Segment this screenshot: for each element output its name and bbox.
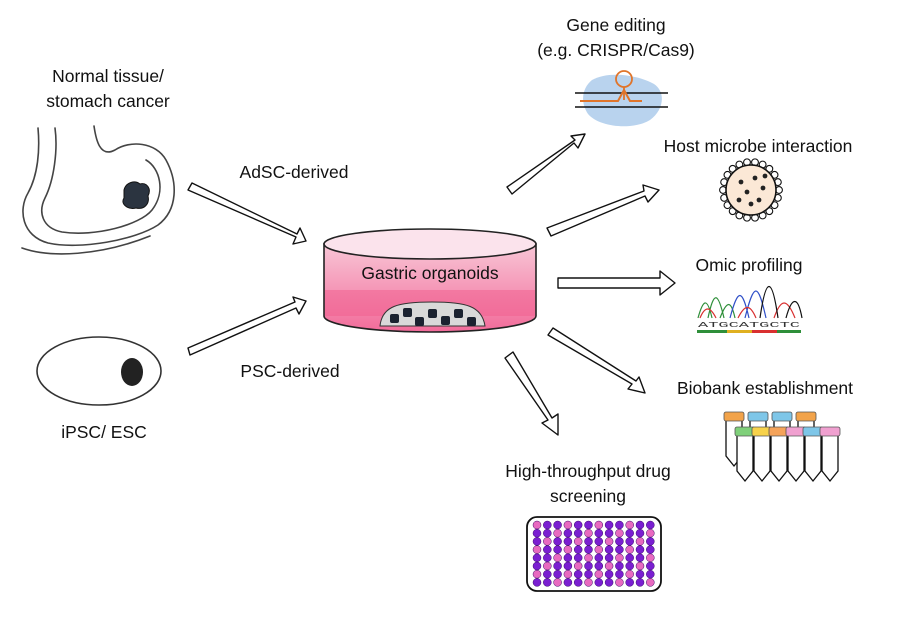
biobank-arrow-icon: [547, 327, 646, 394]
gene-editing-label-line2: (e.g. CRISPR/Cas9): [537, 40, 695, 60]
stomach-icon: [21, 125, 175, 255]
drug-screening-label-line1: High-throughput drug: [505, 461, 670, 481]
cell-nucleus-icon: [121, 358, 143, 386]
biobank-label: Biobank establishment: [677, 378, 853, 398]
drug-screening-arrow-icon: [504, 351, 559, 436]
tissue-label-line2: stomach cancer: [46, 91, 170, 111]
well-plate-icon: [526, 516, 662, 592]
adsc-route-label: AdSC-derived: [240, 162, 349, 182]
host-microbe-label: Host microbe interaction: [664, 136, 853, 156]
stem-cell-icon: [36, 336, 162, 406]
chromatogram-icon: ATGCATGCTC: [697, 285, 803, 333]
psc-arrow-icon: [187, 296, 307, 356]
gene-editing-label-line1: Gene editing: [566, 15, 665, 35]
stem-cell-label: iPSC/ ESC: [61, 422, 147, 442]
tumor-icon: [122, 181, 150, 209]
petri-dish-icon: [323, 228, 537, 333]
microbe-icon: [719, 158, 783, 222]
omic-sequence-text: ATGCATGCTC: [698, 322, 800, 330]
crispr-icon: [575, 70, 668, 127]
omic-label: Omic profiling: [696, 255, 803, 275]
tissue-label-line1: Normal tissue/: [52, 66, 164, 86]
host-microbe-arrow-icon: [546, 184, 660, 237]
gene-editing-arrow-icon: [506, 133, 586, 195]
omic-arrow-icon: [557, 270, 676, 296]
biobank-tubes-icon: [723, 411, 841, 483]
organoid-label: Gastric organoids: [361, 263, 498, 283]
drug-screening-label-line2: screening: [550, 486, 626, 506]
adsc-arrow-icon: [187, 182, 307, 245]
psc-route-label: PSC-derived: [240, 361, 339, 381]
